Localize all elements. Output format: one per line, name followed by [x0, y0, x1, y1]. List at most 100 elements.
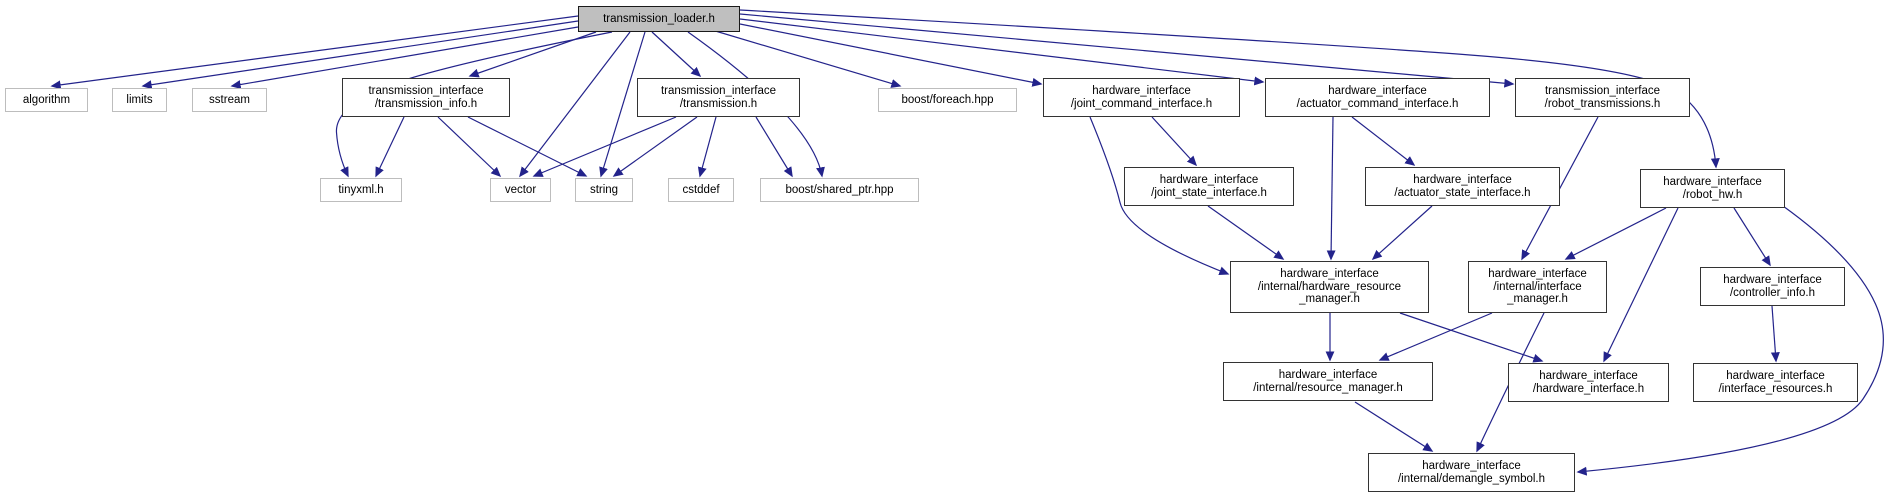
graph-node-string: string	[575, 178, 633, 202]
node-label-line: hardware_interface	[1726, 370, 1825, 383]
node-label-line: string	[589, 183, 619, 196]
graph-node-boost_foreach: boost/foreach.hpp	[878, 88, 1017, 112]
graph-node-hw_resource_mgr[interactable]: hardware_interface/internal/hardware_res…	[1230, 261, 1429, 313]
graph-node-robot_transmissions[interactable]: transmission_interface/robot_transmissio…	[1515, 78, 1690, 117]
edge-robot_hw-controller_info	[1733, 207, 1771, 267]
graph-node-actuator_command[interactable]: hardware_interface/actuator_command_inte…	[1265, 78, 1490, 117]
edge-root-sstream	[230, 26, 579, 89]
edge-root-boost_foreach	[711, 29, 902, 88]
edge-hw_resource_mgr-hardware_interface_h	[1399, 312, 1544, 363]
node-label-line: /interface_resources.h	[1718, 382, 1833, 395]
node-label-line: hardware_interface	[1280, 268, 1379, 281]
edge-actuator_command-hw_resource_mgr	[1326, 116, 1336, 261]
graph-node-interface_resources[interactable]: hardware_interface/interface_resources.h	[1693, 363, 1858, 402]
edge-joint_state-hw_resource_mgr	[1207, 205, 1285, 260]
node-label-line: transmission_loader.h	[603, 12, 715, 25]
node-label-line: /joint_state_interface.h	[1151, 186, 1267, 199]
node-label-line: hardware_interface	[1422, 460, 1521, 473]
edge-root-algorithm	[50, 15, 579, 90]
edge-controller_info-interface_resources	[1770, 305, 1780, 363]
edge-root-limits	[141, 20, 579, 90]
node-label-line: hardware_interface	[1413, 174, 1512, 187]
node-label-line: /actuator_state_interface.h	[1394, 186, 1531, 199]
node-label-line: _manager.h	[1507, 293, 1568, 306]
node-label-line: vector	[504, 183, 537, 196]
graph-node-algorithm: algorithm	[5, 88, 88, 112]
edge-root-string	[599, 31, 646, 178]
node-label-line: /internal/demangle_symbol.h	[1397, 472, 1546, 485]
graph-node-vector: vector	[490, 178, 551, 202]
node-label-line: hardware_interface	[1488, 268, 1587, 281]
graph-node-tinyxml: tinyxml.h	[320, 178, 402, 202]
edge-resource_mgr-demangle	[1354, 401, 1434, 452]
edge-actuator_command-actuator_state	[1351, 116, 1416, 166]
edge-root-joint_command	[739, 23, 1043, 87]
edge-root-actuator_command	[739, 18, 1265, 86]
node-label-line: transmission_interface	[368, 85, 484, 98]
node-label-line: /controller_info.h	[1729, 286, 1816, 299]
node-label-line: algorithm	[22, 93, 71, 106]
node-label-line: hardware_interface	[1723, 274, 1822, 287]
edge-joint_command-joint_state	[1151, 116, 1198, 167]
node-label-line: boost/foreach.hpp	[901, 93, 994, 106]
node-label-line: hardware_interface	[1663, 176, 1762, 189]
edge-transmission-cstddef	[697, 116, 717, 178]
edge-robot_hw-demangle	[1576, 205, 1884, 476]
edge-robot_hw-interface_mgr	[1564, 207, 1667, 260]
node-label-line: hardware_interface	[1092, 85, 1191, 98]
node-label-line: cstddef	[682, 183, 720, 196]
graph-node-joint_command[interactable]: hardware_interface/joint_command_interfa…	[1043, 78, 1240, 117]
graph-node-actuator_state[interactable]: hardware_interface/actuator_state_interf…	[1365, 167, 1560, 206]
graph-node-interface_mgr[interactable]: hardware_interface/internal/interface_ma…	[1468, 261, 1607, 313]
edge-robot_hw-hardware_interface_h	[1603, 207, 1679, 363]
node-label-line: /transmission_info.h	[374, 97, 478, 110]
node-label-line: _manager.h	[1299, 293, 1360, 306]
edge-root-robot_transmissions	[739, 13, 1515, 88]
edge-actuator_state-hw_resource_mgr	[1371, 205, 1433, 261]
node-label-line: boost/shared_ptr.hpp	[785, 183, 894, 196]
edge-interface_mgr-resource_mgr	[1378, 312, 1493, 361]
node-label-line: hardware_interface	[1159, 174, 1259, 187]
node-label-line: /hardware_interface.h	[1532, 382, 1645, 395]
edge-joint_command-hw_resource_mgr	[1089, 116, 1230, 276]
edge-root-transmission	[651, 31, 702, 78]
graph-node-transmission_info[interactable]: transmission_interface/transmission_info…	[342, 78, 510, 117]
edge-transmission-vector	[532, 116, 677, 177]
edge-transmission_info-tinyxml	[375, 116, 405, 178]
edge-root-vector	[519, 31, 631, 178]
node-label-line: hardware_interface	[1278, 369, 1378, 382]
node-label-line: limits	[126, 93, 153, 106]
edge-robot_transmissions-interface_mgr	[1521, 116, 1599, 261]
node-label-line: /transmission.h	[679, 97, 758, 110]
node-label-line: /internal/interface	[1493, 280, 1582, 293]
graph-node-robot_hw[interactable]: hardware_interface/robot_hw.h	[1640, 169, 1785, 208]
graph-node-sstream: sstream	[192, 88, 267, 112]
graph-node-controller_info[interactable]: hardware_interface/controller_info.h	[1700, 267, 1845, 306]
node-label-line: /robot_transmissions.h	[1544, 97, 1661, 110]
graph-node-cstddef: cstddef	[668, 178, 734, 202]
node-label-line: /robot_hw.h	[1682, 188, 1743, 201]
node-label-line: transmission_interface	[660, 85, 777, 98]
node-label-line: sstream	[209, 93, 250, 106]
graph-node-root: transmission_loader.h	[578, 6, 740, 32]
node-label-line: transmission_interface	[1544, 85, 1661, 98]
node-label-line: hardware_interface	[1539, 370, 1638, 383]
graph-node-limits: limits	[112, 88, 167, 112]
node-label-line: /actuator_command_interface.h	[1296, 97, 1459, 110]
edge-transmission_info-string	[467, 116, 588, 177]
graph-node-demangle[interactable]: hardware_interface/internal/demangle_sym…	[1368, 453, 1575, 492]
graph-node-transmission[interactable]: transmission_interface/transmission.h	[637, 78, 800, 117]
edge-transmission-boost_shared	[755, 116, 793, 178]
graph-node-resource_mgr[interactable]: hardware_interface/internal/resource_man…	[1223, 362, 1433, 401]
graph-node-boost_shared: boost/shared_ptr.hpp	[760, 178, 919, 202]
node-label-line: /internal/resource_manager.h	[1253, 381, 1403, 394]
graph-node-hardware_interface_h[interactable]: hardware_interface/hardware_interface.h	[1508, 363, 1669, 402]
node-label-line: tinyxml.h	[338, 183, 384, 196]
graph-node-joint_state[interactable]: hardware_interface/joint_state_interface…	[1124, 167, 1294, 206]
node-label-line: hardware_interface	[1328, 85, 1427, 98]
node-label-line: /joint_command_interface.h	[1070, 97, 1213, 110]
node-label-line: /internal/hardware_resource	[1257, 280, 1402, 293]
edge-transmission_info-vector	[437, 116, 502, 178]
